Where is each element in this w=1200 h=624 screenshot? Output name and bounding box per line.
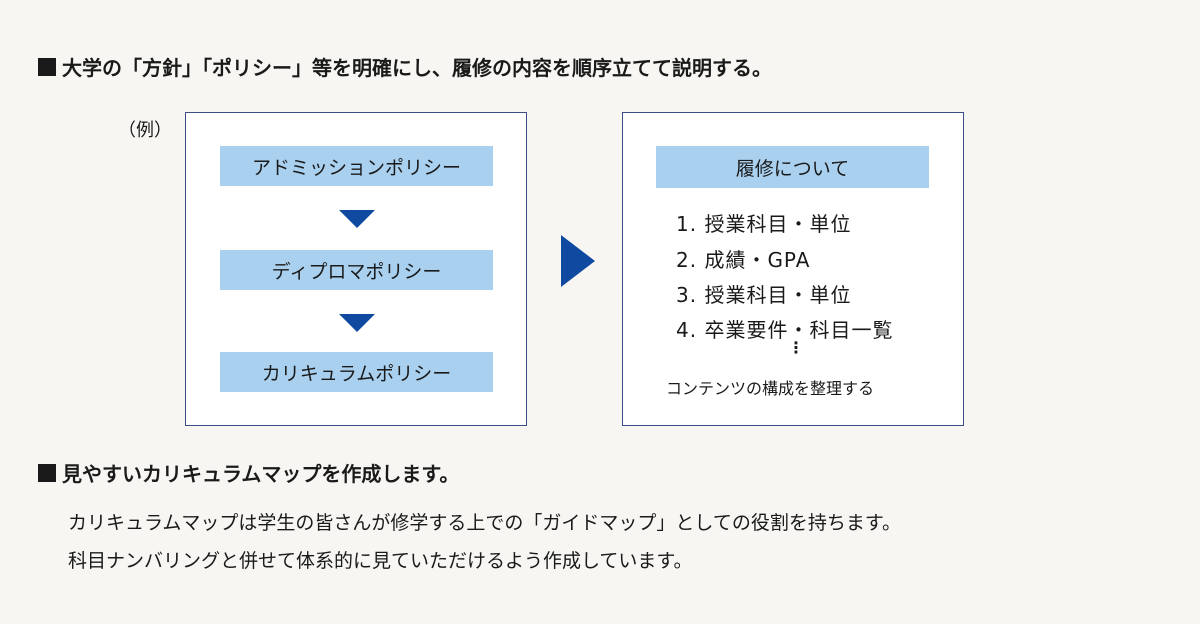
list-item: 4. 卒業要件・科目一覧 <box>676 318 894 342</box>
section-heading-curriculum-map: 見やすいカリキュラムマップを作成します。 <box>38 458 459 487</box>
down-arrow-icon <box>339 210 375 228</box>
diploma-policy-bar: ディプロマポリシー <box>220 250 493 290</box>
summary-text: コンテンツの構成を整理する <box>666 379 875 398</box>
square-bullet-icon <box>38 57 56 76</box>
section-heading-policies: 大学の「方針」「ポリシー」等を明確にし、履修の内容を順序立てて説明する。 <box>38 52 772 81</box>
example-label: （例） <box>118 120 172 141</box>
description-line: カリキュラムマップは学生の皆さんが修学する上での「ガイドマップ」としての役割を持… <box>68 512 901 534</box>
heading-text: 大学の「方針」「ポリシー」等を明確にし、履修の内容を順序立てて説明する。 <box>62 56 772 80</box>
list-item: 3. 授業科目・単位 <box>676 283 852 307</box>
down-arrow-icon <box>339 314 375 332</box>
square-bullet-icon <box>38 463 56 482</box>
curriculum-policy-bar: カリキュラムポリシー <box>220 352 493 392</box>
heading-text: 見やすいカリキュラムマップを作成します。 <box>62 462 460 486</box>
vertical-ellipsis-icon: ⋮ <box>788 338 804 357</box>
list-item: 1. 授業科目・単位 <box>676 212 852 236</box>
admission-policy-bar: アドミッションポリシー <box>220 146 493 186</box>
right-arrow-icon <box>561 235 595 287</box>
course-info-title: 履修について <box>656 146 929 188</box>
list-item: 2. 成績・GPA <box>676 248 811 272</box>
description-line: 科目ナンバリングと併せて体系的に見ていただけるよう作成しています。 <box>68 550 693 572</box>
